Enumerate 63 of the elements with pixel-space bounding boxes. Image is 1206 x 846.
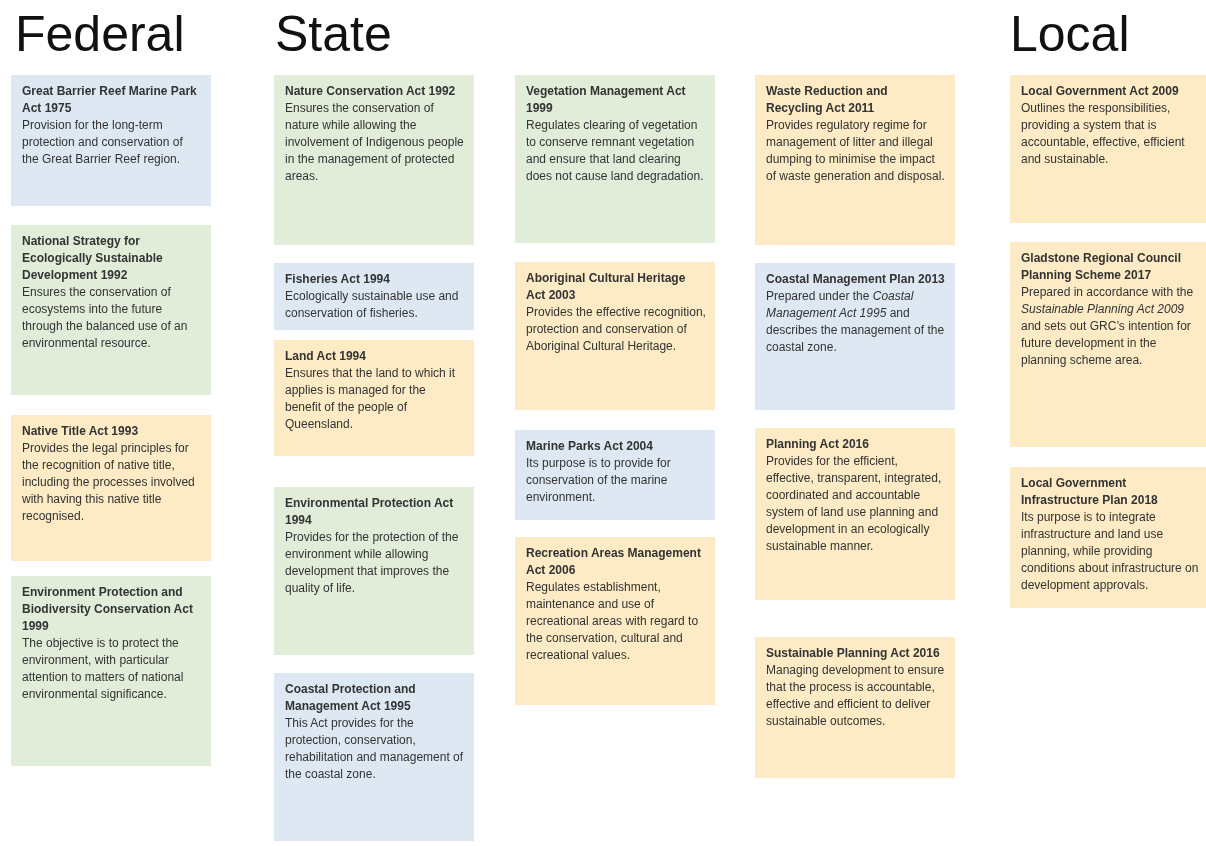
act-description: Outlines the responsibilities, providing a system that is accountable, effective, efficient and sustainable. <box>1021 100 1186 168</box>
act-title: Gladstone Regional Council Planning Scheme 2017 <box>1021 250 1182 284</box>
act-description: Provides for the efficient, effective, transparent, integrated, coordinated and accountable system of land use planning and development in an ecologically sustainable manner. <box>766 453 943 555</box>
act-card <box>515 262 715 410</box>
act-description: Its purpose is to integrate infrastructure and land use planning, while providing conditions about infrastructure on development approvals. <box>1021 509 1200 594</box>
act-title: Planning Act 2016 <box>766 436 870 453</box>
column-heading: State <box>275 5 392 64</box>
act-card <box>755 75 955 245</box>
act-title: Native Title Act 1993 <box>22 423 140 440</box>
act-title: Sustainable Planning Act 2016 <box>766 645 941 662</box>
act-card <box>11 75 211 206</box>
act-card <box>515 537 715 705</box>
act-description: Regulates establishment, maintenance and use of recreational areas with regard to the conservation, cultural and recreational values. <box>526 579 700 664</box>
act-card <box>1010 75 1206 223</box>
act-card <box>515 75 715 243</box>
act-title: Great Barrier Reef Marine Park Act 1975 <box>22 83 198 117</box>
act-title: Vegetation Management Act 1999 <box>526 83 687 117</box>
act-card <box>755 637 955 778</box>
act-card <box>11 415 211 561</box>
act-title: Land Act 1994 <box>285 348 367 365</box>
act-card <box>11 576 211 766</box>
act-card <box>1010 467 1206 608</box>
act-description: Provides for the protection of the environment while allowing development that improves the quality of life. <box>285 529 460 597</box>
act-description: Prepared in accordance with the Sustainable Planning Act 2009 and sets out GRC’s intention for future development in the planning scheme area. <box>1021 284 1195 369</box>
act-title: National Strategy for Ecologically Sustainable Development 1992 <box>22 233 164 284</box>
act-title: Aboriginal Cultural Heritage Act 2003 <box>526 270 687 304</box>
act-description: Ensures the conservation of ecosystems into the future through the balanced use of an environmental resource. <box>22 284 189 352</box>
act-description: Provides the legal principles for the recognition of native title, including the processes involved with having this native title recognised. <box>22 440 196 525</box>
act-card <box>274 487 474 655</box>
act-title: Waste Reduction and Recycling Act 2011 <box>766 83 889 117</box>
act-card <box>515 430 715 520</box>
act-title: Nature Conservation Act 1992 <box>285 83 457 100</box>
act-card <box>11 225 211 395</box>
column-heading: Federal <box>15 5 185 64</box>
act-title: Fisheries Act 1994 <box>285 271 391 288</box>
act-card <box>274 263 474 330</box>
act-description: Ensures the conservation of nature while allowing the involvement of Indigenous people in the management of protected areas. <box>285 100 465 185</box>
act-description: This Act provides for the protection, conservation, rehabilitation and management of the coastal zone. <box>285 715 465 783</box>
act-card <box>274 340 474 456</box>
act-card <box>274 75 474 245</box>
act-description: The objective is to protect the environment, with particular attention to matters of national environmental significance. <box>22 635 185 703</box>
column-heading: Local <box>1010 5 1130 64</box>
act-description: Provision for the long-term protection and conservation of the Great Barrier Reef region. <box>22 117 184 168</box>
act-title: Local Government Infrastructure Plan 2018 <box>1021 475 1159 509</box>
act-title: Recreation Areas Management Act 2006 <box>526 545 702 579</box>
act-title: Coastal Protection and Management Act 1995 <box>285 681 417 715</box>
act-description: Ensures that the land to which it applies is managed for the benefit of the people of Queensland. <box>285 365 457 433</box>
act-description: Prepared under the Coastal Management Act 1995 and describes the management of the coastal zone. <box>766 288 946 356</box>
act-description: Its purpose is to provide for conservation of the marine environment. <box>526 455 672 506</box>
act-card <box>755 428 955 600</box>
act-title: Marine Parks Act 2004 <box>526 438 654 455</box>
act-description: Provides regulatory regime for management of litter and illegal dumping to minimise the impact of waste generation and disposal. <box>766 117 946 185</box>
act-card <box>755 263 955 410</box>
act-title: Environment Protection and Biodiversity Conservation Act 1999 <box>22 584 194 635</box>
act-description: Provides the effective recognition, protection and conservation of Aboriginal Cultural Heritage. <box>526 304 706 355</box>
act-card <box>274 673 474 841</box>
act-description: Ecologically sustainable use and conservation of fisheries. <box>285 288 460 322</box>
act-title: Coastal Management Plan 2013 <box>766 271 946 288</box>
act-title: Environmental Protection Act 1994 <box>285 495 455 529</box>
act-description: Managing development to ensure that the process is accountable, effective and efficient to deliver sustainable outcomes. <box>766 662 946 730</box>
act-card <box>1010 242 1206 447</box>
act-description: Regulates clearing of vegetation to conserve remnant vegetation and ensure that land clearing does not cause land degradation. <box>526 117 705 185</box>
act-title: Local Government Act 2009 <box>1021 83 1180 100</box>
